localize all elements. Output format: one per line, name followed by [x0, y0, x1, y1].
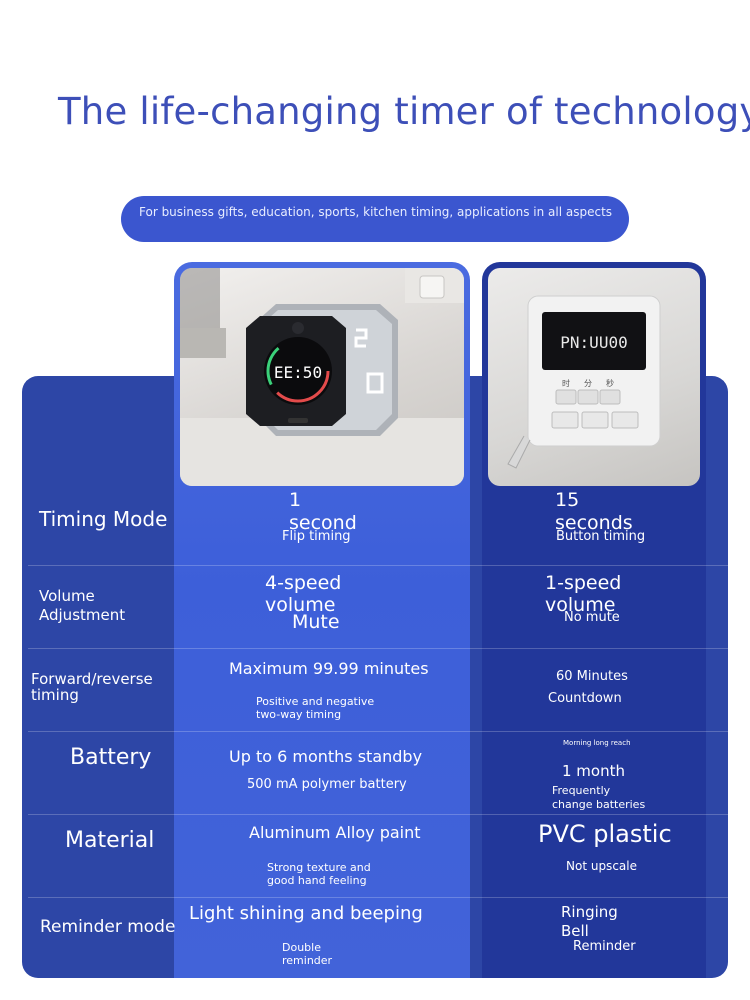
material-flip-sub-2: good hand feeling — [267, 874, 367, 887]
material-button-main: PVC plastic — [538, 820, 672, 848]
volume-button-sub: No mute — [564, 610, 620, 625]
timing-mode-flip-sub: Flip timing — [282, 529, 351, 544]
reminder-flip-main: Light shining and beeping — [189, 903, 423, 924]
reminder-flip-sub-1: Double — [282, 941, 321, 954]
second-key-label: 秒 — [606, 378, 614, 388]
volume-flip-main-1: 4-speed — [265, 572, 342, 594]
flip-timer-photo: EE:50 — [180, 268, 464, 486]
battery-button-sub-1: Frequently — [552, 784, 611, 797]
forward-reverse-flip-sub-2: two-way timing — [256, 708, 342, 721]
battery-button-sub-2: change batteries — [552, 798, 646, 811]
forward-reverse-flip-main: Maximum 99.99 minutes — [229, 659, 429, 678]
timing-mode-button-sub: Button timing — [556, 529, 646, 544]
row-label-battery: Battery — [70, 745, 152, 770]
battery-button-top: Morning long reach — [563, 739, 631, 747]
forward-reverse-flip-sub-1: Positive and negative — [256, 695, 375, 708]
material-button-sub: Not upscale — [566, 859, 637, 873]
row-label-volume-1: Volume — [39, 587, 95, 605]
reminder-button-main-2: Bell — [561, 922, 589, 940]
subtitle-banner: For business gifts, education, sports, k… — [121, 196, 629, 242]
page-title: The life-changing timer of technology — [58, 90, 750, 133]
material-flip-main: Aluminum Alloy paint — [249, 823, 421, 842]
button-timer-photo: PN:UU00 时 分 秒 — [488, 268, 700, 486]
battery-button-main: 1 month — [562, 762, 625, 780]
row-divider — [28, 648, 728, 649]
timing-mode-button-value: 15 — [555, 489, 580, 511]
row-label-timing-mode: Timing Mode — [39, 507, 168, 531]
reminder-flip-sub-2: reminder — [282, 954, 333, 967]
battery-flip-main: Up to 6 months standby — [229, 747, 423, 766]
material-flip-sub-1: Strong texture and — [267, 861, 371, 874]
forward-reverse-button-main: 60 Minutes — [556, 669, 628, 684]
row-label-volume-2: Adjustment — [39, 606, 126, 624]
button-timer-illustration: PN:UU00 时 分 秒 — [507, 295, 661, 469]
minute-key-label: 分 — [584, 379, 592, 388]
reminder-button-sub: Reminder — [573, 939, 636, 954]
timing-mode-flip-value: 1 — [289, 489, 302, 511]
button-timer-display: PN:UU00 — [560, 333, 627, 352]
row-divider — [28, 731, 728, 732]
volume-button-main-1: 1-speed — [545, 572, 622, 594]
battery-flip-sub: 500 mA polymer battery — [247, 777, 407, 792]
row-label-reminder-mode: Reminder mode — [40, 917, 176, 937]
volume-flip-main-2: volume — [265, 594, 336, 616]
row-divider — [28, 897, 728, 898]
flip-timer-display: EE:50 — [274, 363, 322, 382]
row-label-forward-reverse-1: Forward/reverse — [31, 670, 153, 688]
row-label-forward-reverse-2: timing — [31, 686, 79, 704]
row-divider — [28, 565, 728, 566]
reminder-button-main-1: Ringing — [561, 903, 618, 921]
forward-reverse-button-sub: Countdown — [548, 691, 622, 706]
row-label-material: Material — [65, 828, 155, 853]
volume-flip-sub: Mute — [292, 611, 340, 633]
volume-button-main-2: volume — [545, 594, 616, 616]
hour-key-label: 时 — [562, 378, 570, 388]
row-divider — [28, 814, 728, 815]
timing-mode-button-unit: seconds — [555, 512, 633, 534]
timing-mode-flip-unit: second — [289, 512, 357, 534]
flip-timer-illustration: EE:50 — [180, 268, 464, 486]
